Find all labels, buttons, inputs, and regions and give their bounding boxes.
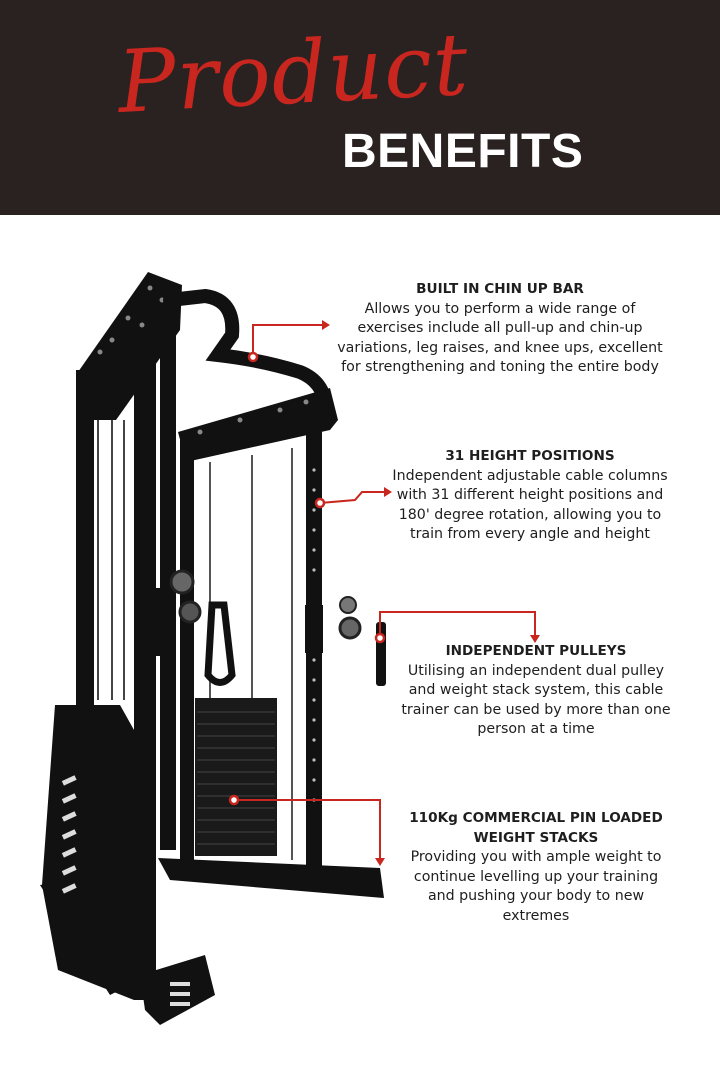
bold-title: BENEFITS [342, 125, 584, 178]
left-tower [40, 272, 215, 1025]
weight-stack [195, 698, 277, 856]
benefit-title: INDEPENDENT PULLEYS [445, 643, 627, 659]
header-banner: Product BENEFITS [0, 0, 720, 215]
benefit-body: Utilising an independent dual pulley and… [401, 662, 671, 738]
benefit-independent-pulleys: INDEPENDENT PULLEYS Utilising an indepen… [400, 642, 672, 740]
pulleys [140, 569, 386, 686]
d-handle [204, 601, 236, 686]
callout-lines [234, 324, 536, 860]
cable-machine-illustration [40, 272, 540, 1025]
benefit-chin-up-bar: BUILT IN CHIN UP BAR Allows you to perfo… [330, 280, 670, 378]
benefit-title: 110Kg COMMERCIAL PIN LOADED WEIGHT STACK… [409, 810, 663, 846]
benefit-body: Allows you to perform a wide range of ex… [337, 300, 663, 376]
script-title: Product [115, 14, 472, 133]
benefit-height-positions: 31 HEIGHT POSITIONS Independent adjustab… [390, 447, 670, 545]
height-holes [312, 468, 316, 802]
benefit-body: Providing you with ample weight to conti… [410, 849, 662, 924]
chin-up-bar [163, 288, 333, 417]
benefit-weight-stacks: 110Kg COMMERCIAL PIN LOADED WEIGHT STACK… [405, 809, 667, 926]
benefit-body: Independent adjustable cable columns wit… [392, 467, 668, 543]
benefit-title: BUILT IN CHIN UP BAR [416, 281, 584, 297]
benefit-title: 31 HEIGHT POSITIONS [445, 448, 615, 464]
